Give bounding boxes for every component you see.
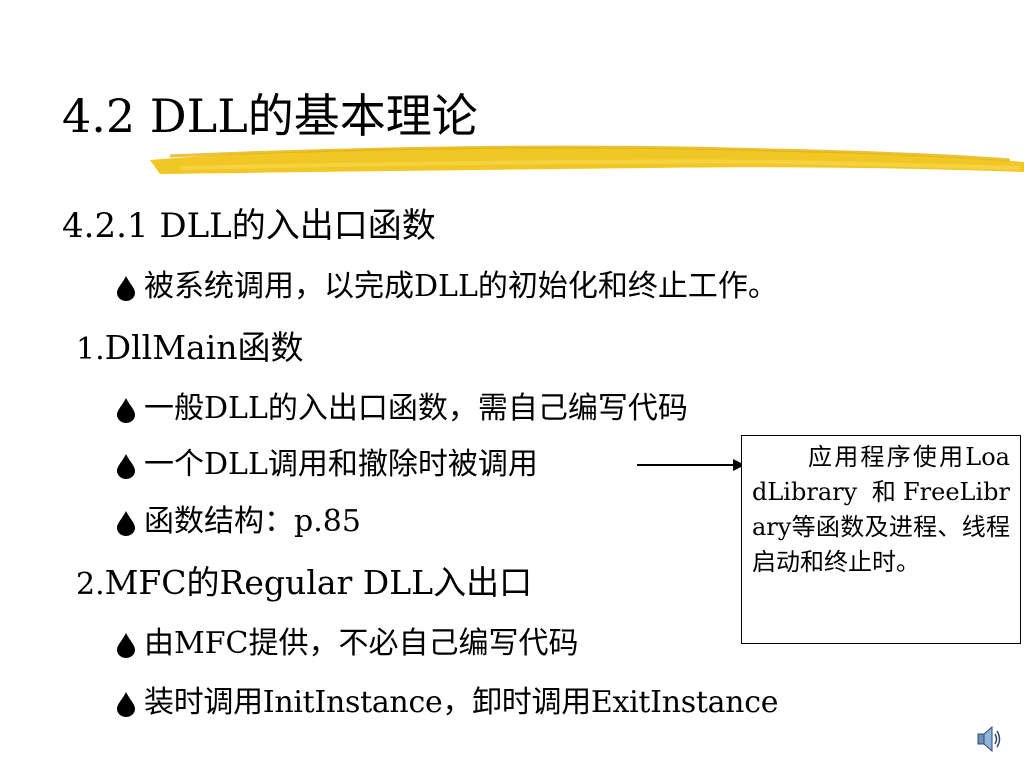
arrow-right-icon (637, 459, 745, 471)
intro-bullet-text: 被系统调用，以完成DLL的初始化和终止工作。 (144, 269, 778, 304)
item2-number: 2. (76, 567, 105, 602)
item1-number: 1. (76, 332, 105, 367)
section-heading: 4.2.1 DLL的入出口函数 (62, 206, 436, 246)
drop-bullet-icon (116, 397, 144, 423)
drop-bullet-icon (116, 632, 144, 658)
drop-bullet-icon (116, 691, 144, 717)
title-underline-brush (150, 145, 1024, 174)
item1-heading: 1.DllMain函数 (76, 326, 303, 372)
speaker-icon[interactable] (976, 722, 1004, 756)
item1-bullet: 一般DLL的入出口函数，需自己编写代码 (116, 387, 688, 431)
item1-bullet-text: 函数结构：p.85 (144, 504, 361, 539)
item1-bullet: 函数结构：p.85 (116, 500, 361, 544)
drop-bullet-icon (116, 275, 144, 301)
item2-bullet-text: 装时调用InitInstance，卸时调用ExitInstance (144, 685, 779, 720)
drop-bullet-icon (116, 510, 144, 536)
item2-bullet: 由MFC提供，不必自己编写代码 (116, 622, 579, 666)
slide-title: 4.2 DLL的基本理论 (62, 89, 478, 143)
item1-heading-text: DllMain函数 (104, 328, 304, 367)
item1-bullet-text: 一个DLL调用和撤除时被调用 (144, 447, 538, 482)
item2-heading-text: MFC的Regular DLL入出口 (104, 563, 533, 602)
drop-bullet-icon (116, 453, 144, 479)
item1-bullet: 一个DLL调用和撤除时被调用 (116, 443, 538, 487)
item2-bullet: 装时调用InitInstance，卸时调用ExitInstance (116, 681, 778, 725)
note-box: 应用程序使用LoadLibrary 和FreeLibrary等函数及进程、线程启… (741, 435, 1021, 644)
item2-bullet-text: 由MFC提供，不必自己编写代码 (144, 626, 579, 661)
intro-bullet: 被系统调用，以完成DLL的初始化和终止工作。 (116, 265, 778, 309)
item2-heading: 2.MFC的Regular DLL入出口 (76, 561, 532, 607)
item1-bullet-text: 一般DLL的入出口函数，需自己编写代码 (144, 391, 688, 426)
